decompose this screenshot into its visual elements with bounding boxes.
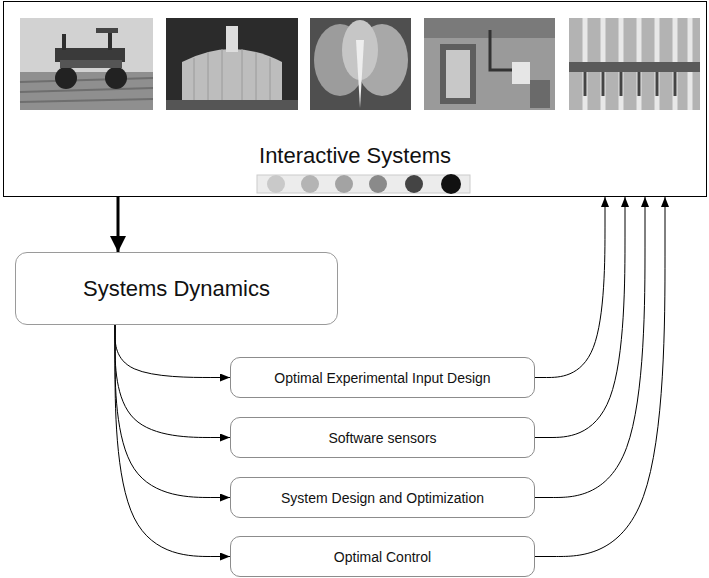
method-box: Software sensors: [230, 417, 535, 458]
curved-arrow: [535, 197, 605, 378]
curved-arrow: [115, 325, 230, 498]
panel-title: Interactive Systems: [4, 143, 706, 169]
method-box: System Design and Optimization: [230, 477, 535, 518]
box-label: Systems Dynamics: [83, 276, 270, 302]
method-box: Optimal Control: [230, 536, 535, 577]
main-arrow: [117, 197, 120, 252]
box-label: Optimal Control: [334, 549, 431, 565]
greenhouse-photo: [166, 18, 298, 110]
box-label: Software sensors: [328, 430, 436, 446]
colour-sample-strip: [257, 174, 470, 194]
box-label: Optimal Experimental Input Design: [274, 370, 490, 386]
system-panel: Interactive Systems: [3, 1, 707, 197]
process-box: Systems Dynamics: [15, 252, 338, 325]
field-robot-photo: [20, 18, 153, 110]
curved-arrow: [115, 325, 230, 438]
lab-photo: [424, 18, 555, 110]
lettuce-photo: [310, 18, 411, 110]
method-box: Optimal Experimental Input Design: [230, 357, 535, 398]
box-label: System Design and Optimization: [281, 490, 484, 506]
curved-arrow: [115, 325, 230, 557]
curved-arrow: [115, 325, 230, 378]
curved-arrow: [535, 197, 625, 438]
curved-arrow: [535, 197, 645, 498]
tubes-photo: [569, 18, 700, 110]
curved-arrow: [535, 197, 665, 557]
